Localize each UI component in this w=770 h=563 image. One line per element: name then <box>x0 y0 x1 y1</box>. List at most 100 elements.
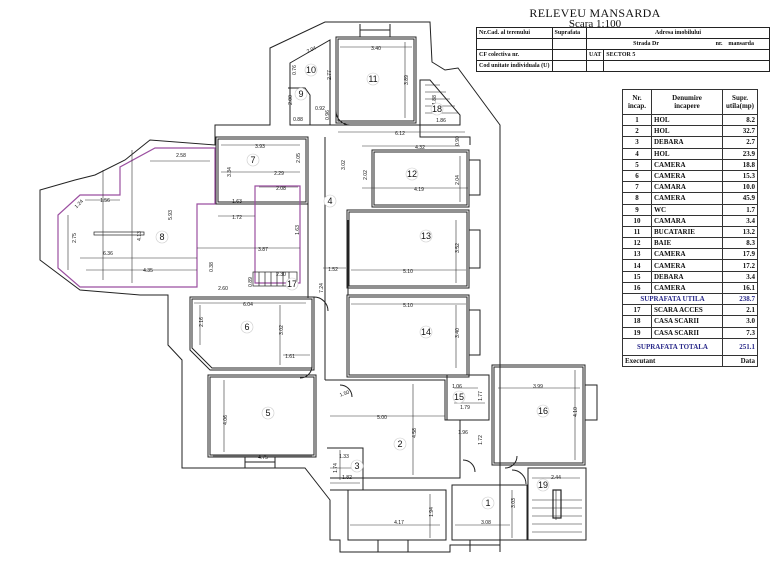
dim: 3.40 <box>371 46 381 52</box>
dim: 0.89 <box>248 277 254 287</box>
dim: 0.90 <box>455 136 461 146</box>
dim: 2.44 <box>551 475 561 481</box>
room-1-walls <box>451 484 528 541</box>
suprafata-totala-row: SUPRAFATA TOTALA 251.1 <box>622 337 758 356</box>
dim: 2.02 <box>363 170 369 180</box>
dim: 5.93 <box>168 210 174 220</box>
dim: 6.36 <box>103 251 113 257</box>
room-label-19: 19 <box>538 480 548 490</box>
sector: SECTOR 5 <box>603 49 770 61</box>
strada: Strada Dr <box>633 41 660 47</box>
title-main: RELEVEU MANSARDA <box>529 6 661 20</box>
dim: 2.04 <box>455 175 461 185</box>
dim: 3.02 <box>279 325 285 335</box>
room-label-1: 1 <box>485 498 490 508</box>
dim: 4.75 <box>258 455 268 461</box>
room-16-walls <box>491 364 586 466</box>
room-17-stair <box>252 271 298 287</box>
dim: 1.94 <box>429 507 435 517</box>
mansarda: mansarda <box>728 41 755 47</box>
dim: 5.00 <box>377 415 387 421</box>
nr: nr. <box>715 41 723 47</box>
nr-cad-label: Nr.Cad. al terenului <box>476 27 553 39</box>
drawing-title: RELEVEU MANSARDA Scara 1:100 <box>470 6 720 30</box>
dim: 3.87 <box>258 247 268 253</box>
dim: 4.10 <box>573 407 579 417</box>
suprafata-label: Suprafata <box>551 27 588 39</box>
dim: 2.75 <box>72 233 78 243</box>
dim: 1.52 <box>328 267 338 273</box>
dim: 3.99 <box>533 384 543 390</box>
address-line: Strada Dr nr. mansarda <box>586 38 770 50</box>
dim: 3.40 <box>455 328 461 338</box>
dim: 5.10 <box>403 303 413 309</box>
adresa-label: Adresa imobilului <box>586 27 770 39</box>
dim: 1.79 <box>460 405 470 411</box>
dim: 2.60 <box>218 286 228 292</box>
dim: 3.03 <box>511 498 517 508</box>
uat-label: UAT <box>586 49 605 61</box>
dim: 0.88 <box>293 117 303 123</box>
dim: 4.35 <box>143 268 153 274</box>
room-label-14: 14 <box>421 327 431 337</box>
suprafata-utila-value: 238.7 <box>722 292 758 306</box>
cf-value <box>551 49 588 61</box>
room-5-walls <box>207 374 317 458</box>
dim: 4.06 <box>223 415 229 425</box>
dim: 5.10 <box>403 269 413 275</box>
dim: 4.13 <box>137 231 143 241</box>
dim: 1.63 <box>232 199 242 205</box>
room-label-11: 11 <box>368 74 377 84</box>
room-label-8: 8 <box>159 232 164 242</box>
room-label-7: 7 <box>250 155 255 165</box>
dim: 3.08 <box>481 520 491 526</box>
room-label-16: 16 <box>538 406 548 416</box>
dim: 0.96 <box>325 110 331 120</box>
room-label-2: 2 <box>397 439 402 449</box>
nr-cad-value <box>476 38 553 50</box>
dim: 3.52 <box>455 243 461 253</box>
dim: 2.77 <box>327 70 333 80</box>
dim: 6.12 <box>395 131 405 137</box>
dim: 3.34 <box>227 167 233 177</box>
dim: 4.58 <box>412 428 418 438</box>
dim: 2.29 <box>274 171 284 177</box>
dim: 1.33 <box>339 454 349 460</box>
dim: 1.74 <box>333 463 339 473</box>
room-label-15: 15 <box>454 392 464 402</box>
room-3-walls <box>327 447 364 491</box>
room-label-9: 9 <box>298 89 303 99</box>
room-19-stair <box>527 467 587 541</box>
dim: 2.58 <box>176 153 186 159</box>
dim: 1.96 <box>458 430 468 436</box>
dim: 0.76 <box>292 65 298 75</box>
dim: 4.19 <box>414 187 424 193</box>
room-8-outline <box>57 147 216 288</box>
dim: 1.77 <box>478 391 484 401</box>
dim: 6.04 <box>243 302 253 308</box>
room-15-walls <box>446 374 490 421</box>
room-11-walls <box>335 36 417 124</box>
property-info-table: Nr.Cad. al terenului Suprafata Adresa im… <box>476 27 770 72</box>
dim: 3.93 <box>255 144 265 150</box>
dim: 2.08 <box>276 186 286 192</box>
dim: 4.32 <box>415 145 425 151</box>
header-nr: Nr.incap. <box>622 89 652 115</box>
room-label-6: 6 <box>244 322 249 332</box>
suprafata-utila-row: SUPRAFATA UTILA 238.7 <box>622 292 758 306</box>
room-6-walls <box>189 296 315 371</box>
dim: 1.50 <box>339 390 350 399</box>
